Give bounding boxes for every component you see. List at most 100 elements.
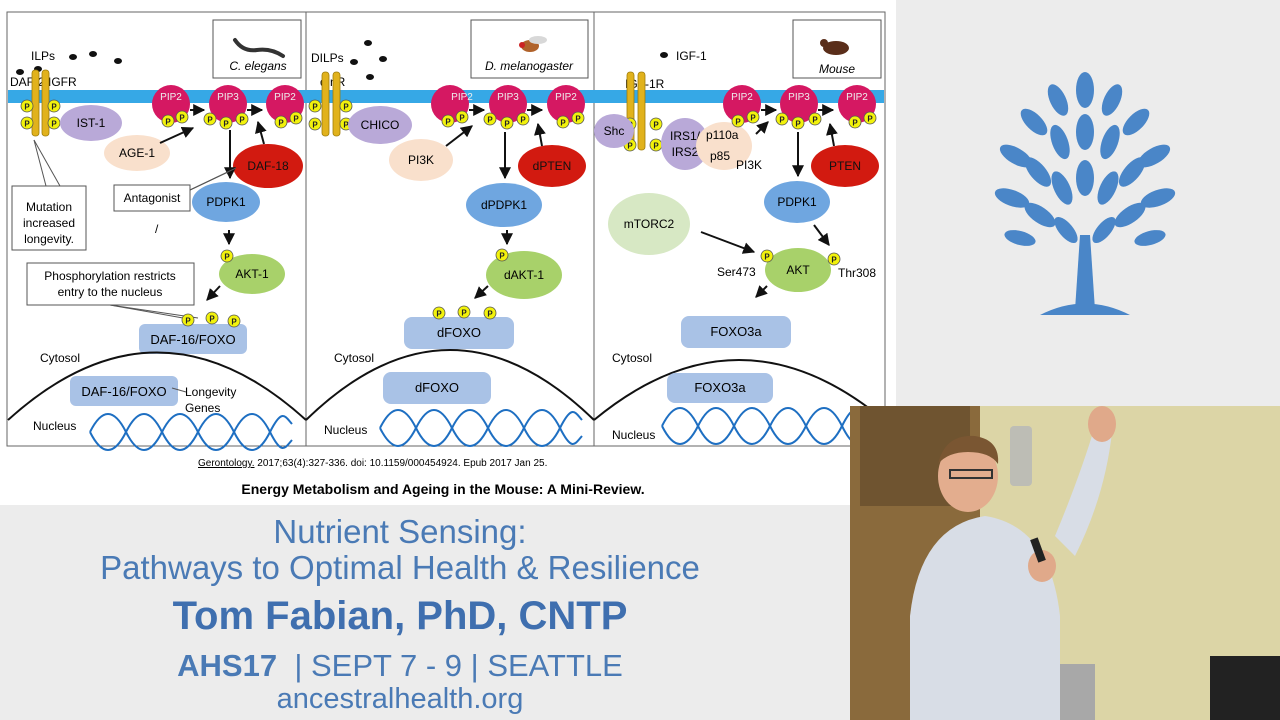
foxo3a-node [681, 316, 791, 348]
svg-text:PDPK1: PDPK1 [777, 195, 817, 209]
svg-text:dAKT-1: dAKT-1 [504, 268, 544, 282]
talk-title-line2: Pathways to Optimal Health & Resilience [100, 549, 700, 586]
svg-text:Nucleus: Nucleus [324, 423, 367, 437]
ligand-dots [16, 51, 122, 75]
wall-phone-icon [1010, 426, 1032, 486]
svg-text:PIP2: PIP2 [731, 92, 753, 103]
worm-icon [233, 38, 285, 58]
svg-text:DAF-16/FOXO: DAF-16/FOXO [150, 332, 235, 347]
pi3k-node [696, 122, 752, 170]
ligand-label: ILPs [31, 49, 55, 63]
svg-text:PIP2: PIP2 [846, 92, 868, 103]
svg-text:Cytosol: Cytosol [612, 351, 652, 365]
ligand-label: IGF-1 [676, 49, 707, 63]
svg-text:Antagonist: Antagonist [124, 191, 181, 205]
svg-text:Thr308: Thr308 [838, 266, 876, 280]
event-line: AHS17 | SEPT 7 - 9 | SEATTLE [0, 648, 800, 684]
svg-text:Mutation: Mutation [26, 200, 72, 214]
svg-text:Shc: Shc [604, 124, 625, 138]
svg-text:AKT: AKT [786, 263, 810, 277]
age1-node [104, 135, 170, 171]
nuclear-envelope [593, 359, 885, 421]
phosphorylation-note [26, 262, 195, 306]
species-label: Mouse [819, 62, 855, 76]
svg-text:PIP3: PIP3 [497, 92, 519, 103]
ligand-label: DILPs [311, 51, 344, 65]
dna-strand [379, 409, 583, 447]
speaker-face [938, 440, 998, 512]
nuclear-envelope [7, 351, 307, 421]
irs-node [661, 118, 709, 170]
ligand-dot [660, 52, 668, 58]
pten-node [811, 145, 879, 187]
svg-text:PI3K: PI3K [736, 158, 762, 172]
slide-diagram: P C. elegans ILPs DAF-2/IGFR IST-1 AGE-1… [0, 0, 896, 505]
dna-strand [661, 407, 865, 445]
species-label: D. melanogaster [485, 59, 574, 73]
daf18-node [233, 144, 303, 188]
svg-text:Ser473: Ser473 [717, 265, 756, 279]
nuclear-foxo-node [70, 376, 178, 406]
akt-node [765, 248, 831, 292]
pdpk1-node [764, 181, 830, 223]
receptor-icon [31, 69, 50, 137]
speaker-name: Tom Fabian, PhD, CNTP [172, 594, 628, 638]
receptor-icon [321, 71, 341, 137]
dpdpk1-node [466, 183, 542, 227]
citation: Gerontology. 2017;63(4):327-336. doi: 10… [198, 458, 547, 469]
website-link[interactable]: ancestralhealth.org [276, 683, 524, 715]
svg-text:Longevity: Longevity [185, 385, 236, 399]
svg-text:FOXO3a: FOXO3a [710, 324, 762, 339]
event-dates: | SEPT 7 - 9 | SEATTLE [277, 648, 623, 683]
svg-text:/: / [155, 222, 159, 236]
svg-text:Cytosol: Cytosol [40, 351, 80, 365]
svg-text:Nucleus: Nucleus [612, 428, 655, 442]
talk-title-line1: Nutrient Sensing: [273, 513, 527, 550]
svg-text:PIP2: PIP2 [451, 92, 473, 103]
svg-text:DAF-18: DAF-18 [247, 159, 289, 173]
shc-node [594, 114, 634, 148]
svg-text:IRS1/: IRS1/ [670, 129, 701, 143]
speaker-video [850, 406, 1280, 720]
svg-text:Genes: Genes [185, 401, 220, 415]
akt-node [219, 254, 285, 294]
nuclear-dfoxo-node [383, 372, 491, 404]
mtorc2-node [608, 193, 690, 255]
speaker-shirt [910, 516, 1060, 720]
svg-text:PIP2: PIP2 [555, 92, 577, 103]
svg-text:FOXO3a: FOXO3a [694, 380, 746, 395]
svg-text:PIP2: PIP2 [160, 92, 182, 103]
svg-text:DAF-16/FOXO: DAF-16/FOXO [81, 384, 166, 399]
svg-text:IST-1: IST-1 [77, 116, 106, 130]
svg-text:PDPK1: PDPK1 [206, 195, 246, 209]
svg-text:PIP3: PIP3 [217, 92, 239, 103]
dakt-node [486, 251, 562, 299]
dna-strand [89, 413, 293, 451]
svg-text:PTEN: PTEN [829, 159, 861, 173]
svg-text:dPDPK1: dPDPK1 [481, 198, 527, 212]
tree-logo-icon [994, 72, 1176, 315]
panel-mouse: Mouse IGF-1 IGF-1R Shc IRS1/ IRS2 p110a … [593, 19, 885, 445]
dpten-node [518, 145, 586, 187]
panel-c-elegans: C. elegans ILPs DAF-2/IGFR IST-1 AGE-1 P… [7, 19, 307, 451]
svg-text:PI3K: PI3K [408, 153, 434, 167]
mutation-note [11, 185, 87, 251]
svg-text:Cytosol: Cytosol [334, 351, 374, 365]
svg-text:IRS2: IRS2 [672, 145, 699, 159]
paper-title: Energy Metabolism and Ageing in the Mous… [241, 481, 644, 497]
ist1-node [60, 105, 122, 141]
svg-text:dFOXO: dFOXO [415, 380, 459, 395]
svg-text:Phosphorylation restricts: Phosphorylation restricts [44, 269, 175, 283]
pdpk1-node [192, 182, 260, 222]
svg-text:CHICO: CHICO [361, 118, 400, 132]
svg-text:PIP2: PIP2 [274, 92, 296, 103]
panel-d-melanogaster: D. melanogaster DILPs dInR CHICO PI3K PI… [305, 19, 595, 447]
svg-text:increased: increased [23, 216, 75, 230]
chico-node [348, 106, 412, 144]
species-label: C. elegans [229, 59, 286, 73]
svg-text:mTORC2: mTORC2 [624, 217, 675, 231]
foxo-node [139, 324, 247, 354]
pi3k-node [389, 139, 453, 181]
svg-text:p85: p85 [710, 149, 730, 163]
svg-text:entry to the nucleus: entry to the nucleus [58, 285, 163, 299]
